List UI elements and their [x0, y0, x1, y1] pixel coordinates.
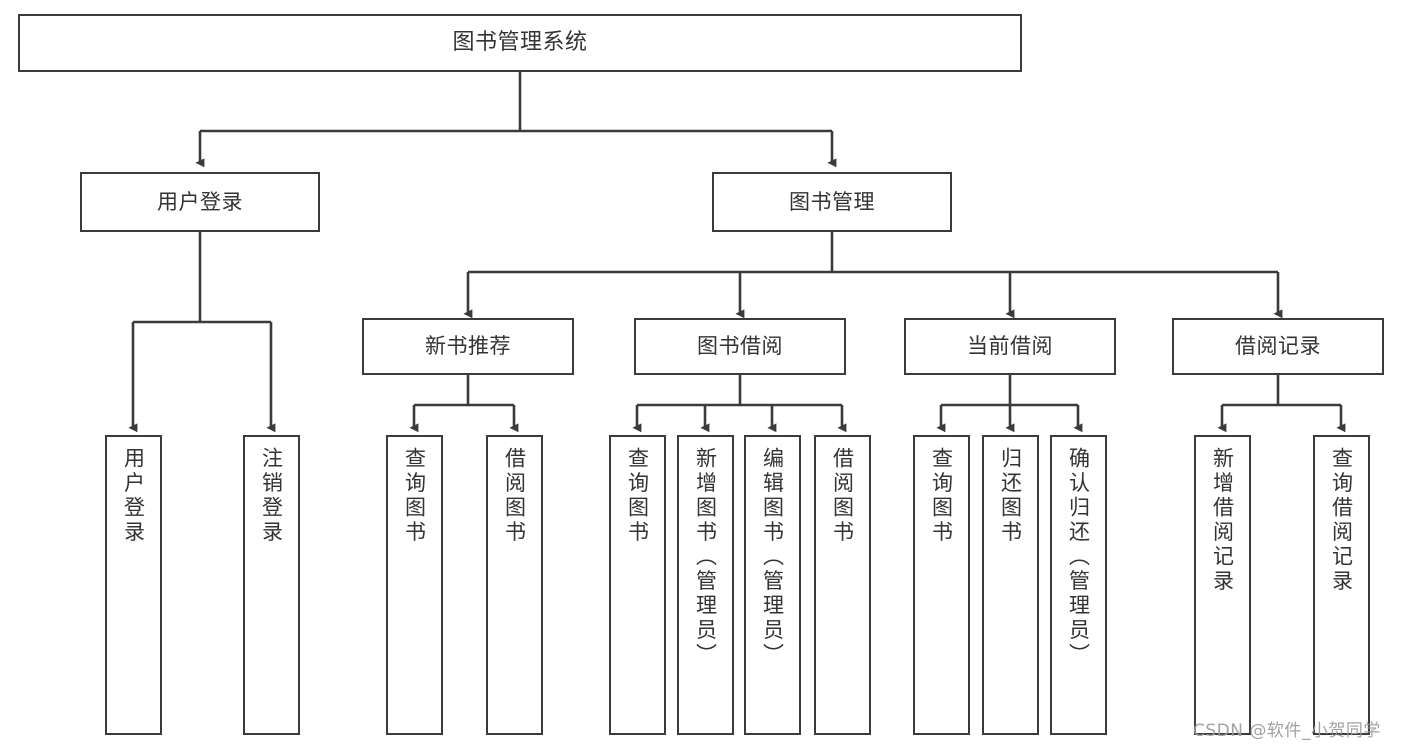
- node-leaf-query-book-recommend[interactable]: 查询图书: [386, 435, 443, 735]
- node-leaf-confirm-return-admin[interactable]: 确认归还（管理员）: [1050, 435, 1107, 735]
- node-leaf-query-book-current[interactable]: 查询图书: [913, 435, 970, 735]
- node-root-book-management-system[interactable]: 图书管理系统: [18, 14, 1022, 72]
- watermark-text: CSDN @软件_小贺同学: [1193, 721, 1381, 741]
- node-label: 图书管理: [789, 189, 875, 214]
- node-leaf-add-borrow-record[interactable]: 新增借阅记录: [1194, 435, 1251, 735]
- node-label: 查询图书: [402, 447, 427, 545]
- node-leaf-borrow-book[interactable]: 借阅图书: [814, 435, 871, 735]
- node-label: 新增借阅记录: [1210, 447, 1235, 594]
- node-borrow-record[interactable]: 借阅记录: [1172, 318, 1384, 375]
- node-label: 图书借阅: [697, 334, 783, 359]
- node-leaf-query-book-borrow[interactable]: 查询图书: [609, 435, 666, 735]
- node-label: 用户登录: [157, 189, 243, 214]
- node-leaf-query-borrow-record[interactable]: 查询借阅记录: [1313, 435, 1370, 735]
- node-book-management[interactable]: 图书管理: [712, 172, 952, 232]
- node-label: 借阅记录: [1235, 334, 1321, 359]
- node-book-borrow[interactable]: 图书借阅: [634, 318, 846, 375]
- node-leaf-user-login[interactable]: 用户登录: [105, 435, 162, 735]
- node-label: 用户登录: [121, 447, 146, 545]
- node-new-book-recommend[interactable]: 新书推荐: [362, 318, 574, 375]
- node-label: 借阅图书: [830, 447, 855, 545]
- node-label: 查询图书: [929, 447, 954, 545]
- node-label: 编辑图书（管理员）: [760, 447, 785, 668]
- node-label: 借阅图书: [502, 447, 527, 545]
- node-label: 当前借阅: [967, 334, 1053, 359]
- node-label: 图书管理系统: [452, 30, 588, 56]
- node-leaf-edit-book-admin[interactable]: 编辑图书（管理员）: [744, 435, 801, 735]
- node-label: 归还图书: [998, 447, 1023, 545]
- node-label: 新书推荐: [425, 334, 511, 359]
- node-label: 确认归还（管理员）: [1066, 447, 1091, 668]
- node-user-login[interactable]: 用户登录: [80, 172, 320, 232]
- csdn-watermark: CSDN @软件_小贺同学: [1193, 716, 1381, 741]
- node-leaf-add-book-admin[interactable]: 新增图书（管理员）: [677, 435, 734, 735]
- node-leaf-return-book[interactable]: 归还图书: [982, 435, 1039, 735]
- node-leaf-user-logout[interactable]: 注销登录: [243, 435, 300, 735]
- node-label: 注销登录: [259, 447, 284, 545]
- node-label: 新增图书（管理员）: [693, 447, 718, 668]
- node-label: 查询图书: [625, 447, 650, 545]
- node-current-borrow[interactable]: 当前借阅: [904, 318, 1116, 375]
- node-leaf-borrow-book-recommend[interactable]: 借阅图书: [486, 435, 543, 735]
- node-label: 查询借阅记录: [1329, 447, 1354, 594]
